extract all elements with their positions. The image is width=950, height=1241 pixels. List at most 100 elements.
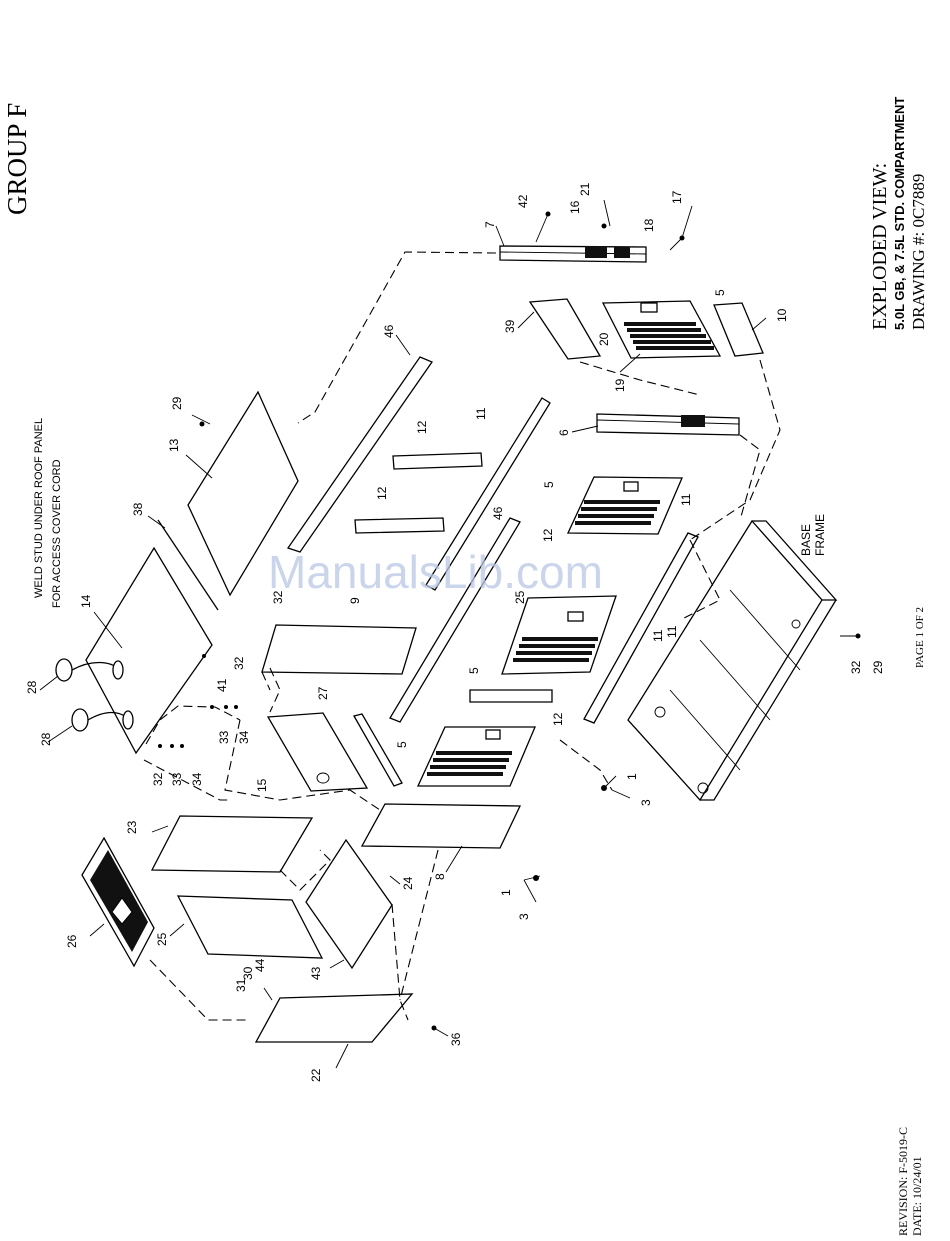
callout-26: 26	[65, 934, 79, 948]
weld-stud-note-line2: FOR ACCESS COVER CORD	[51, 459, 63, 608]
callout-6: 6	[557, 429, 571, 436]
callout-11-right: 11	[679, 493, 693, 506]
callout-43: 43	[309, 966, 323, 980]
callout-34-left: 34	[190, 772, 204, 786]
callout-33-mid: 33	[217, 730, 231, 744]
part-12-post-lower	[469, 689, 553, 703]
callout-46-lower: 46	[491, 506, 505, 520]
page-number: PAGE 1 OF 2	[914, 607, 926, 668]
callout-11-bottom: 11	[651, 629, 665, 642]
part-27-strip	[353, 713, 403, 787]
part-46-lower-rail	[389, 517, 521, 723]
part-28-handle-upper	[55, 658, 124, 682]
callout-18: 18	[642, 218, 656, 232]
revision-date: DATE: 10/24/01	[910, 1156, 924, 1236]
part-24-panel	[305, 838, 393, 970]
base-frame-label-line2: FRAME	[813, 514, 827, 556]
callout-3-lower: 3	[517, 913, 531, 920]
weld-stud-note-line1: WELD STUD UNDER ROOF PANEL	[33, 418, 45, 598]
part-5-louver-panel-lower	[416, 726, 536, 787]
callout-20: 20	[597, 332, 611, 346]
part-9-panel	[261, 624, 417, 675]
part-11-rail-lower	[583, 532, 699, 724]
callout-29-top: 29	[170, 396, 184, 410]
callout-27: 27	[316, 686, 330, 700]
callout-12-lower: 12	[551, 712, 565, 726]
callout-1-lower: 1	[499, 889, 513, 896]
assembly-dashed-lines	[143, 251, 781, 1021]
callout-5-lower: 5	[395, 741, 409, 748]
callout-28-upper: 28	[25, 680, 39, 694]
callout-8: 8	[433, 873, 447, 880]
group-label: GROUP F	[2, 103, 32, 215]
callout-5-center: 5	[467, 667, 481, 674]
part-25-panel	[176, 895, 324, 959]
callout-19: 19	[613, 378, 627, 392]
callout-21: 21	[578, 182, 592, 196]
part-23-panel	[150, 815, 314, 873]
callout-15: 15	[255, 778, 269, 792]
part-12-post-upper	[392, 452, 483, 470]
callout-30: 30	[241, 966, 255, 980]
callout-12-middle: 12	[375, 486, 389, 500]
callout-36: 36	[449, 1032, 463, 1046]
callout-32-top: 32	[271, 590, 285, 604]
callout-38: 38	[131, 502, 145, 516]
drawing-number: DRAWING #: 0C7889	[909, 174, 928, 330]
part-5-louver-panel-upper	[566, 476, 683, 535]
part-10-panel	[713, 302, 764, 357]
callout-31: 31	[234, 978, 248, 992]
part-39-panel	[528, 298, 602, 360]
callout-33-left: 33	[170, 772, 184, 786]
part-5-louver-panel-right	[601, 300, 722, 359]
callout-22: 22	[309, 1068, 323, 1082]
callout-17: 17	[670, 190, 684, 204]
callout-29-base: 29	[871, 660, 885, 674]
part-8-panel	[360, 803, 522, 849]
part-22-panel	[254, 993, 414, 1043]
part-base-frame	[627, 519, 838, 802]
part-15-panel	[266, 712, 369, 792]
view-subtitle: 5.0L GB, & 7.5L STD. COMPARTMENT	[892, 97, 907, 330]
callout-24: 24	[401, 876, 415, 890]
callout-46-top: 46	[382, 324, 396, 338]
callout-41: 41	[215, 678, 229, 692]
part-12-post-middle	[354, 517, 445, 534]
callout-11-top: 11	[474, 407, 488, 420]
callout-42: 42	[516, 194, 530, 208]
callout-32-mid: 32	[232, 656, 246, 670]
part-38-strip	[157, 519, 219, 611]
callout-34-mid: 34	[237, 730, 251, 744]
part-26-grille-panel	[81, 836, 155, 968]
leader-lines	[39, 199, 858, 1069]
view-title: EXPLODED VIEW:	[869, 163, 891, 330]
callout-14: 14	[79, 594, 93, 608]
callout-12-right: 12	[541, 528, 555, 542]
callout-39: 39	[503, 319, 517, 333]
part-28-handle-lower	[71, 708, 134, 732]
callout-7: 7	[483, 221, 497, 228]
callout-3-upper: 3	[639, 799, 653, 806]
callout-25: 25	[155, 932, 169, 946]
part-13-roof-panel	[187, 390, 299, 597]
part-15-hole	[316, 772, 330, 784]
callout-1-upper: 1	[625, 773, 639, 780]
part-5-louver-panel-center	[501, 595, 617, 675]
callout-13: 13	[167, 438, 181, 452]
callout-32-left: 32	[151, 772, 165, 786]
callout-11-lower: 11	[665, 625, 679, 638]
fastener-dots	[158, 211, 861, 1031]
part-14-roof-panel	[85, 546, 213, 755]
revision-number: REVISION: F-5019-C	[896, 1127, 910, 1236]
callout-labels: 42 7 21 16 18 17 39 20 19 5 10 6 46 29 1…	[25, 182, 885, 1082]
callout-16: 16	[568, 200, 582, 214]
part-11-long-rail	[425, 397, 551, 591]
callout-28-lower: 28	[39, 732, 53, 746]
callout-12-upper: 12	[415, 420, 429, 434]
callout-23: 23	[125, 820, 139, 834]
callout-44: 44	[253, 958, 267, 972]
callout-5-upper: 5	[542, 481, 556, 488]
callout-25-center: 25	[513, 590, 527, 604]
watermark: ManualsLib.com	[268, 546, 603, 598]
